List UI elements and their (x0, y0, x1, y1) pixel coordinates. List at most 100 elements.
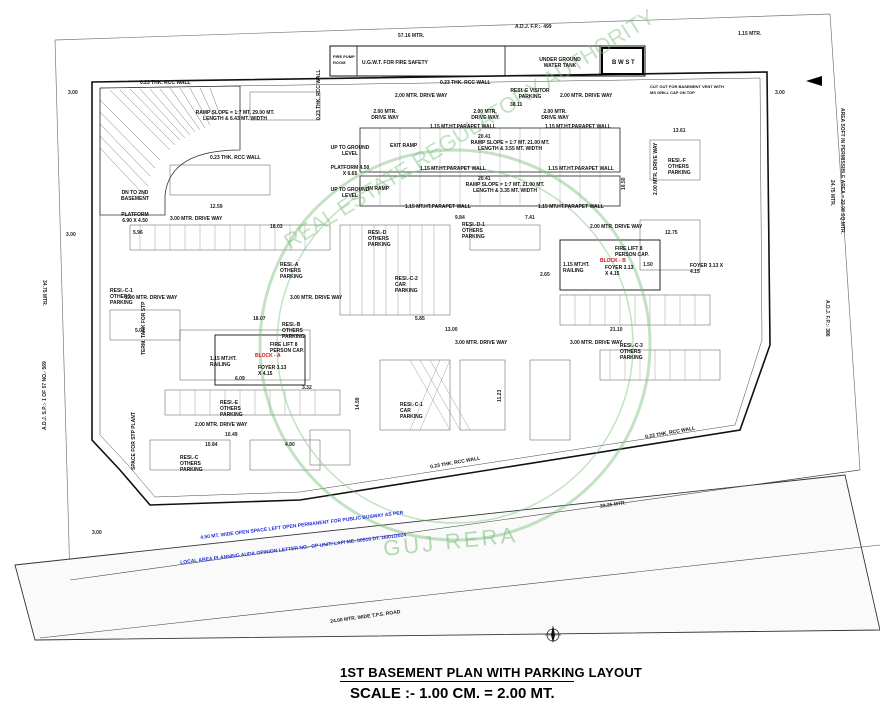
top-width-dim: 57.16 MTR. (398, 33, 425, 39)
dim-28: 1.50 (643, 262, 653, 268)
dim-4: 3.00 (92, 530, 102, 536)
drive-mid-right: 3.00 MTR. DRIVE WAY (290, 295, 343, 301)
in-ramp (359, 175, 621, 207)
dim-18: 10.49 (225, 432, 238, 438)
drive-mid-left: 3.00 MTR. DRIVE WAY (170, 216, 223, 222)
ramp-steps (379, 128, 601, 206)
dim-26: 7.41 (525, 215, 535, 221)
ramp-hatching (99, 87, 221, 197)
parapet-3: 1.15 MT.HT.PARAPET WALL (420, 166, 486, 172)
left-dim: 34.75 MTR. (41, 280, 47, 307)
dim-9: 13.61 (673, 128, 686, 134)
lift-b: FIRE LIFT 8 PERSON CAP. (615, 246, 649, 258)
others-a: RESI.-A OTHERS PARKING (280, 262, 303, 280)
inner-outline (99, 77, 763, 498)
dim-7: 20.41 (478, 134, 491, 140)
railing-b: 1.15 MT.HT. RAILING (563, 262, 590, 274)
dim-29: 6.09 (235, 376, 245, 382)
dim-23: 14.59 (355, 397, 361, 410)
block-a-label: BLOCK - A (255, 353, 281, 359)
others-c3: RESI.-C-3 OTHERS PARKING (620, 343, 643, 361)
dim-27: 2.65 (540, 272, 550, 278)
dim-14: 5.96 (133, 230, 143, 236)
left-edge-label: A.D.J. S.P.:- 1 OF 57 NO.- 569 (42, 361, 48, 430)
drive-bottom: 2.00 MTR. DRIVE WAY (195, 422, 248, 428)
others-b: RESI.-B OTHERS PARKING (282, 322, 305, 340)
dim-12: 5.01 (135, 328, 145, 334)
north-arrow-icon (545, 625, 561, 643)
others-c: RESI.-C OTHERS PARKING (180, 455, 203, 473)
rcc-wall-mid: 0.23 THK. RCC WALL (210, 155, 261, 161)
dim-1: 3.00 (68, 90, 78, 96)
foyer-b: FOYER 3.13 X 4.15 (605, 265, 634, 277)
parapet-1: 1.15 MT.HT.PARAPET WALL (430, 124, 496, 130)
up-to-ground-1: UP TO GROUND LEVEL (330, 145, 370, 157)
dim-25: 9.84 (455, 215, 465, 221)
dim-3: 3.00 (66, 232, 76, 238)
foyer-a: FOYER 3.13 X 4.15 (258, 365, 287, 377)
stp-space: SPACE FOR STP PLANT (131, 412, 137, 470)
corner-dim: 1.15 MTR. (738, 31, 762, 37)
parapet-4: 1.15 MT.HT.PARAPET WALL (548, 166, 614, 172)
center-graphic (409, 359, 471, 431)
block-b-label: BLOCK - B (600, 258, 626, 264)
parapet-6: 1.15 MT.HT.PARAPET WALL (538, 204, 604, 210)
drive-center-right: 3.00 MTR. DRIVE WAY (570, 340, 623, 346)
road-band (14, 474, 880, 641)
right-area-note: AREA SOFT IN PERMISSIBLE AREA = 22.08 SQ… (839, 108, 845, 234)
building-outline (91, 71, 771, 506)
dn-to-2nd-basement: DN TO 2ND BASEMENT (120, 190, 150, 202)
dim-17: 10.84 (205, 442, 218, 448)
road-lower-edge (39, 544, 880, 639)
dim-2: 3.00 (775, 90, 785, 96)
others-e: RESI.-E OTHERS PARKING (220, 400, 243, 418)
rera-stamp-watermark (258, 148, 652, 542)
cutout-label: CUT OUT FOR BASEMENT VENT WITH MS GRILL … (650, 84, 724, 95)
bwst-box (601, 47, 644, 75)
tank-strip (329, 45, 646, 77)
drawing-scale: SCALE :- 1.00 CM. = 2.00 MT. (350, 685, 555, 702)
ramp-1: RAMP SLOPE = 1:7 MT. 29.00 MT. LENGTH & … (195, 110, 275, 122)
car-c2: RESI.-C-2 CAR PARKING (395, 276, 418, 294)
exit-ramp-label: EXIT RAMP (390, 143, 418, 149)
others-f: RESI.-F OTHERS PARKING (668, 158, 691, 176)
rcc-wall-top: 0.23 THK. RCC WALL (140, 80, 191, 86)
ramp-3: RAMP SLOPE = 1:7 MT. 21.00 MT. LENGTH & … (465, 182, 545, 194)
drive-right: 2.00 MTR. DRIVE WAY (653, 142, 659, 195)
visitor-parking: RESI.-E VISITOR PARKING (510, 88, 550, 100)
right-dim: 24.75 MTR. (829, 180, 835, 207)
ug-tank-label: UNDER GROUND WATER TANK (539, 57, 581, 69)
lift-a: FIRE LIFT 8 PERSON CAP. (270, 342, 304, 354)
up-to-ground-2: UP TO GROUND LEVEL (330, 187, 370, 199)
platform-2: PLATFORM 6.90 X 4.50 (121, 212, 149, 224)
dim-22: 11.23 (497, 389, 503, 402)
dim-6: 18.03 (270, 224, 283, 230)
dim-19: 4.90 (285, 442, 295, 448)
block-b-core (559, 239, 661, 291)
foyer-right: FOYER 3.13 X 4.15 (690, 263, 724, 275)
car-c1: RESI.-C-1 CAR PARKING (400, 402, 423, 420)
curved-ramp (99, 85, 241, 216)
drive-center: 3.00 MTR. DRIVE WAY (455, 340, 508, 346)
drive-mid-2: 2.00 MTR. DRIVE WAY (125, 295, 178, 301)
bwst-label: B W S T (612, 60, 635, 66)
dim-8: 20.41 (478, 176, 491, 182)
rcc-wall-left: 0.23 THK. RCC WALL (316, 69, 322, 120)
drive-mid-3: 2.00 MTR. DRIVE WAY (590, 224, 643, 230)
drive-top-c: 2.00 MTR. DRIVE WAY (371, 109, 399, 121)
dim-11: 12.75 (665, 230, 678, 236)
exit-ramp (359, 127, 621, 173)
stall-dividers (139, 225, 701, 415)
drawing-title: 1ST BASEMENT PLAN WITH PARKING LAYOUT (340, 665, 643, 680)
dim-20: 38.11 (510, 102, 523, 108)
right-edge-label: A.D.J. F.P.:- 386 (824, 300, 830, 337)
railing-a: 1.15 MT.HT. RAILING (210, 356, 237, 368)
others-d1: RESI.-D-1 OTHERS PARKING (462, 222, 485, 240)
drive-top-e: 2.00 MTR. DRIVE WAY (541, 109, 569, 121)
road-edge-line (69, 469, 861, 581)
dim-13: 18.07 (253, 316, 266, 322)
adj-fp-top: A.D.J. F.P.:- 499 (515, 24, 552, 30)
rcc-wall-top-2: 0.23 THK. RCC WALL (440, 80, 491, 86)
dim-10: 16.50 (621, 177, 627, 190)
